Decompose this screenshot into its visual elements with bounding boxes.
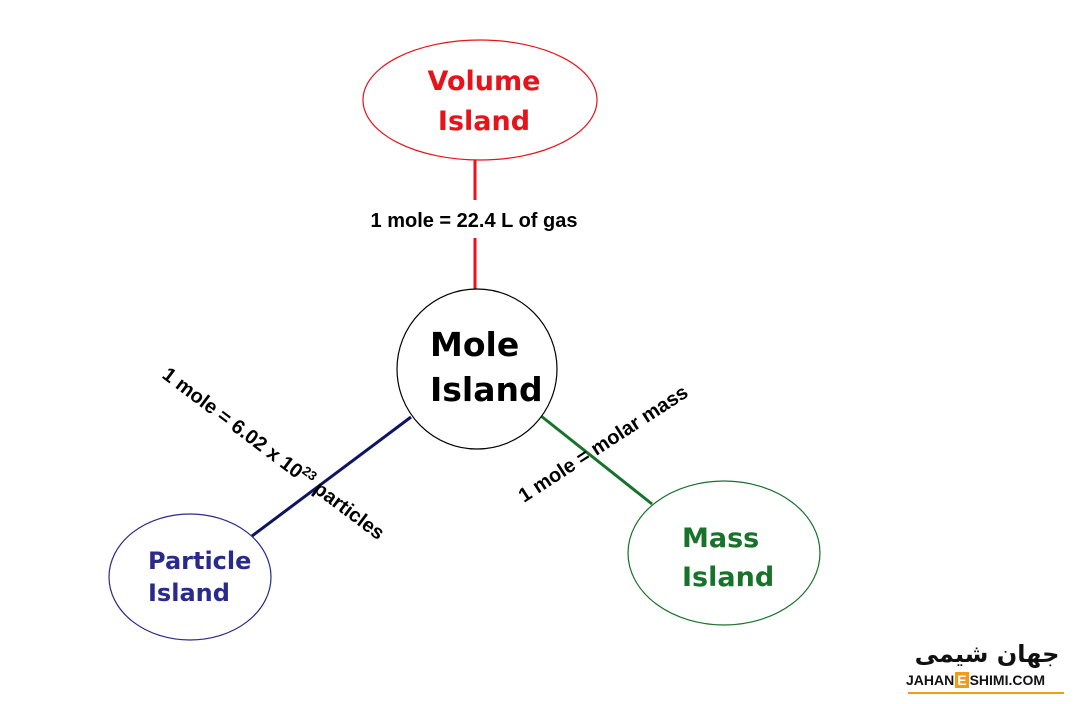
particle-relation-prefix: 1 mole = 6.02 x 10	[158, 363, 307, 483]
logo-persian-text: جهان شیمی	[914, 640, 1061, 668]
volume-island-label-line1: Volume	[428, 66, 541, 97]
logo-underline	[908, 692, 1064, 694]
mass-island-label-line1: Mass	[682, 523, 759, 554]
logo-latin-right: SHIMI.COM	[969, 672, 1046, 688]
mass-island-ellipse	[627, 480, 821, 626]
volume-island-ellipse	[362, 39, 598, 161]
mole-island: Mole Island	[396, 288, 558, 450]
particle-island: Particle Island	[108, 513, 272, 641]
mole-island-label-line1: Mole	[430, 325, 519, 364]
volume-island: Volume Island	[362, 39, 598, 161]
logo-latin-mid: E	[955, 672, 969, 688]
particle-island-ellipse	[108, 513, 272, 641]
particle-island-label-line2: Island	[148, 579, 230, 607]
mass-island-label-line2: Island	[682, 562, 774, 593]
particle-connector-line	[251, 415, 412, 538]
particle-relation-suffix: particles	[305, 474, 388, 544]
volume-island-label-line2: Island	[438, 106, 530, 137]
mole-island-label-line2: Island	[430, 370, 543, 409]
particle-relation-exponent: 23	[299, 463, 320, 484]
particle-island-label-line1: Particle	[148, 547, 251, 575]
logo-latin-left: JAHAN	[906, 672, 955, 688]
volume-relation-label: 1 mole = 22.4 L of gas	[371, 210, 578, 232]
mole-island-circle	[396, 288, 558, 450]
mass-connector-line	[540, 414, 653, 506]
mass-island: Mass Island	[627, 480, 821, 626]
